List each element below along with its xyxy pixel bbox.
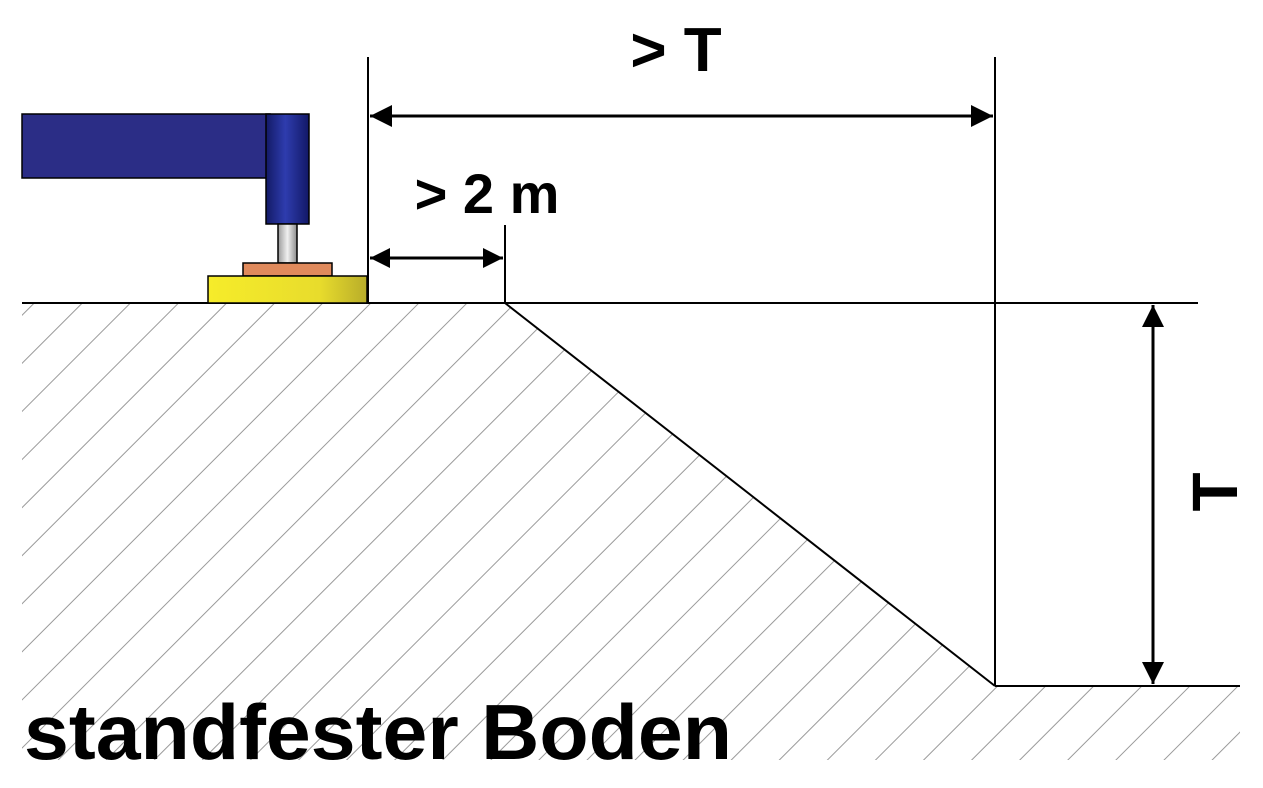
outrigger-assembly — [21, 113, 368, 304]
soil-hatch — [22, 303, 1240, 760]
min-distance-label: > 2 m — [415, 162, 560, 225]
ground-pad — [207, 275, 368, 304]
soil-caption: standfester Boden — [24, 688, 732, 776]
total-distance-label: > T — [630, 16, 721, 85]
foot-plate — [242, 262, 333, 277]
outrigger-cylinder — [265, 113, 310, 225]
depth-label: T — [1179, 472, 1251, 511]
outrigger-beam — [21, 113, 271, 179]
depth-arrow — [1142, 305, 1164, 684]
min-distance-arrow — [370, 248, 503, 268]
total-distance-arrow — [370, 105, 993, 127]
slope-line — [504, 302, 996, 687]
piston-rod — [277, 223, 298, 264]
